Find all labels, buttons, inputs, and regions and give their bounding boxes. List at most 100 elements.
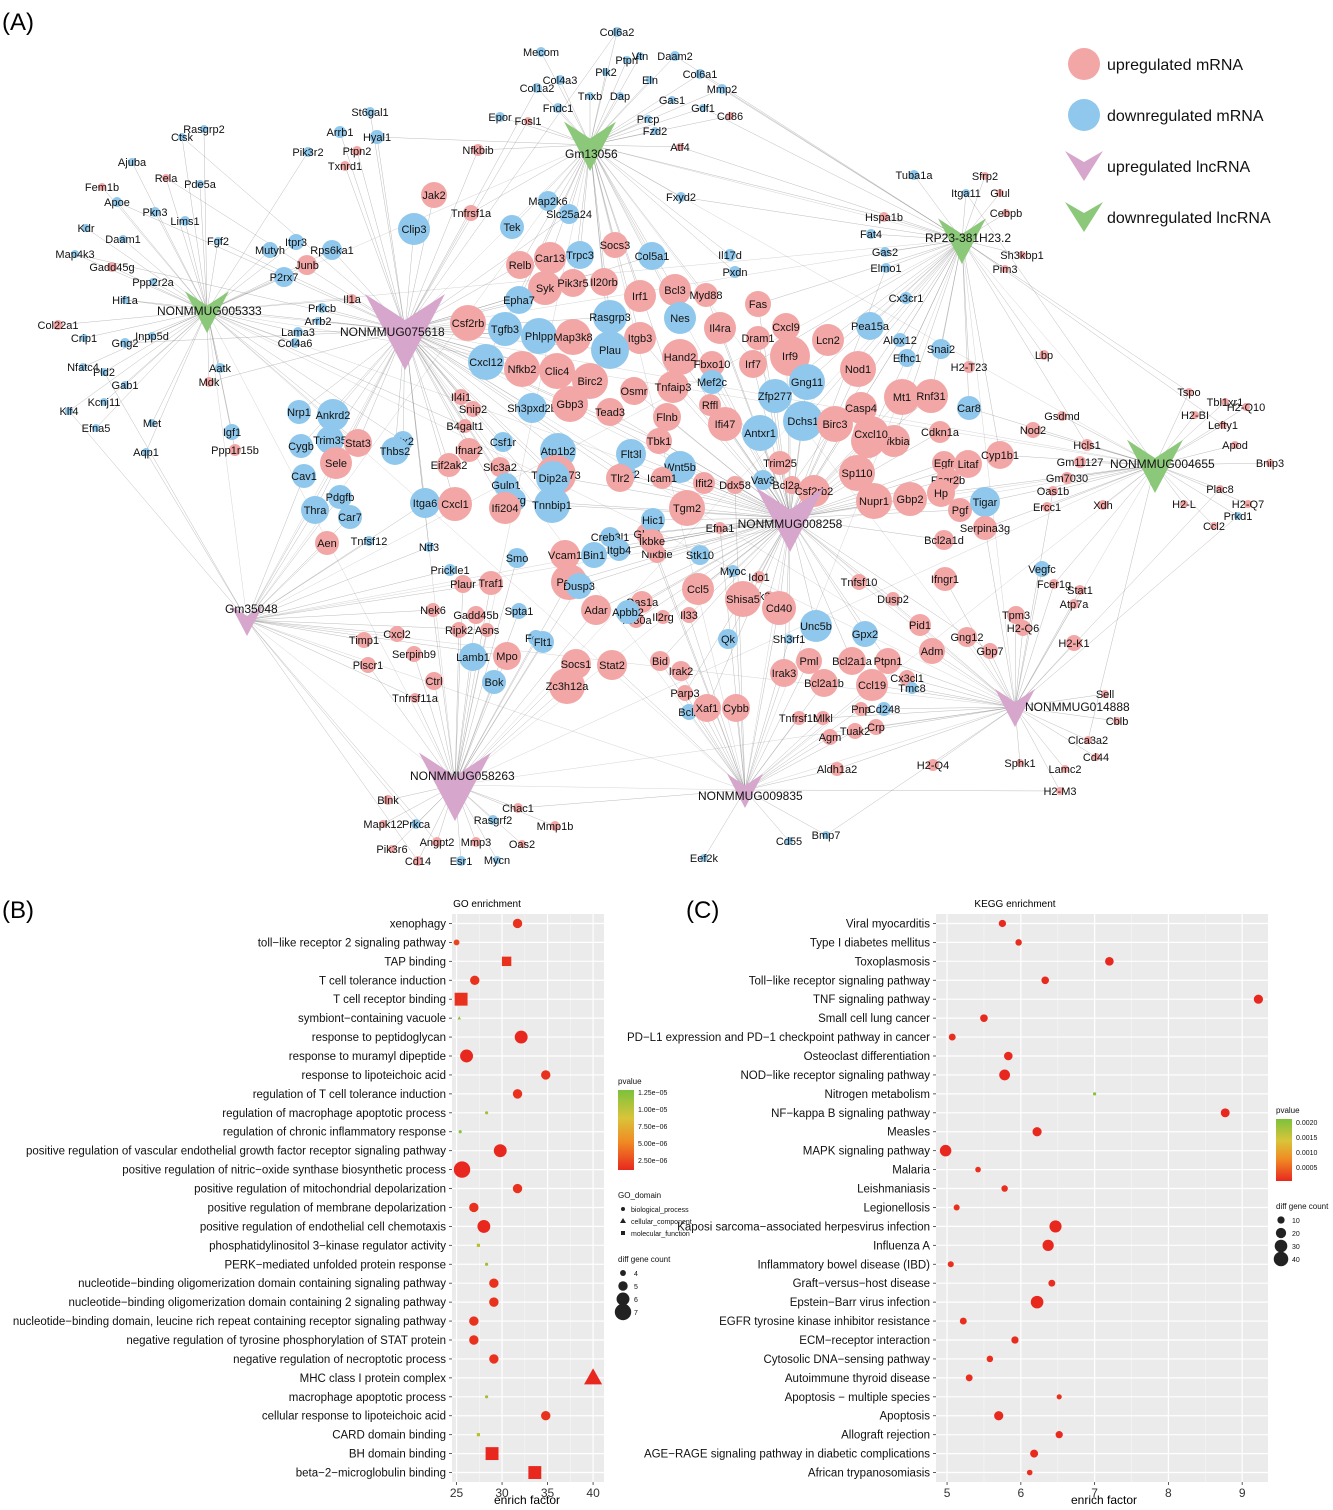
network-node-up [620, 377, 648, 405]
network-node-up [839, 455, 875, 491]
network-node-label: Glul [990, 188, 1010, 200]
network-edge [103, 310, 208, 403]
shape-legend-title: GO_domain [618, 1191, 661, 1200]
plot-panel-background [936, 914, 1268, 1482]
network-node-label: Hspa1b [865, 212, 903, 224]
network-edge [961, 239, 1156, 466]
network-node-label: Daam2 [657, 51, 692, 63]
network-node-down [292, 464, 316, 488]
network-edge [246, 517, 791, 621]
data-point-circle [1001, 1185, 1008, 1192]
network-node-label: Tnfrsf1b [779, 713, 819, 725]
network-edge [744, 708, 862, 791]
network-node-label: Cx3cl1 [890, 673, 924, 685]
network-node-label: Vcam1 [548, 550, 582, 562]
network-node-down [149, 278, 157, 286]
category-label: nucleotide−binding oligomerization domai… [68, 1297, 446, 1309]
network-node-label: Tlr2 [611, 473, 630, 485]
network-node-up [899, 670, 915, 686]
network-node-label: Socs1 [561, 659, 592, 671]
network-node-label: Tspo [1177, 387, 1200, 399]
network-node-down [488, 312, 522, 346]
network-node-label: Gm7030 [1046, 473, 1088, 485]
network-edge [627, 517, 791, 613]
network-edge [246, 502, 426, 621]
network-node-label: Bok [485, 677, 504, 689]
network-node-label: Il2rg [652, 612, 673, 624]
network-node-up [1066, 635, 1082, 651]
network-edge [706, 707, 746, 791]
network-node-label: Rasgrp3 [589, 312, 631, 324]
network-edge [589, 144, 885, 218]
category-label: Graft−versus−host disease [793, 1278, 930, 1290]
network-node-label: Ptprf [615, 55, 639, 67]
network-edge [906, 677, 1016, 708]
network-edge [181, 136, 208, 312]
network-edge [246, 619, 1016, 708]
network-edge [246, 619, 398, 635]
shape-legend-label: biological_process [631, 1207, 689, 1214]
network-edge [1087, 464, 1156, 741]
data-point-circle [512, 1089, 523, 1099]
network-node-down [877, 702, 891, 716]
network-edge [518, 144, 591, 301]
size-legend-label: 7 [634, 1310, 638, 1317]
network-node-label: Tbk1 [647, 436, 671, 448]
network-node-up [830, 762, 844, 776]
network-node-down [521, 318, 557, 354]
panel-label-c: (C) [686, 897, 719, 924]
network-node-label: Tpm3 [1002, 610, 1030, 622]
network-node-up [669, 490, 705, 526]
network-edge [477, 144, 591, 151]
network-node-up [1180, 500, 1188, 508]
network-node-label: Bcl2a1d [924, 535, 964, 547]
network-node-label: Gng11 [791, 377, 823, 389]
network-edge [404, 329, 507, 486]
network-edge [619, 477, 791, 519]
category-label: Epstein−Barr virus infection [790, 1297, 930, 1309]
network-node-label: Hyal1 [363, 132, 391, 144]
network-node-label: Prkcb [308, 303, 336, 315]
network-edge [246, 582, 492, 621]
network-edge [404, 144, 591, 331]
network-node-down [612, 27, 622, 37]
network-node-down [700, 370, 724, 394]
network-node-label: Clca3a2 [1068, 735, 1108, 747]
network-node-up [1025, 422, 1041, 438]
network-node-label: Il4ra [709, 323, 731, 335]
network-node-up [1242, 403, 1250, 411]
network-node-label: Ercc1 [1033, 502, 1061, 514]
legend-circle-icon [1068, 99, 1100, 131]
data-point-circle [998, 919, 1007, 928]
network-node-label: Gbp3 [557, 399, 584, 411]
network-node-label: Dram1 [741, 333, 774, 345]
network-node-up [490, 457, 510, 477]
network-node-label: Mt1 [893, 392, 911, 404]
x-tick-label: 40 [586, 1486, 600, 1500]
network-node-up [1002, 209, 1010, 217]
network-edge [789, 517, 866, 635]
network-node-down [274, 267, 294, 287]
network-edge [454, 610, 520, 786]
network-node-down [893, 333, 907, 347]
network-node-label: Atp1b2 [541, 446, 576, 458]
network-edge [940, 464, 1156, 494]
network-node-down [303, 147, 313, 157]
network-node-up [352, 146, 362, 156]
network-hub-down_lncrna [564, 121, 616, 171]
network-node-label: Flt1 [534, 637, 552, 649]
network-node-down [317, 399, 349, 431]
network-edge [404, 120, 529, 331]
network-node-label: Tnfsf10 [841, 577, 878, 589]
network-edge [1014, 706, 1061, 792]
network-node-label: Pea15a [851, 321, 890, 333]
network-edge [589, 144, 653, 257]
network-node-label: Fgf2 [207, 236, 229, 248]
network-node-label: B4galt1 [446, 421, 483, 433]
network-node-label: Sell [1096, 689, 1114, 701]
network-node-up [650, 651, 670, 671]
network-edge [1014, 488, 1221, 708]
network-node-label: Apoe [104, 197, 130, 209]
network-node-up [432, 837, 442, 847]
